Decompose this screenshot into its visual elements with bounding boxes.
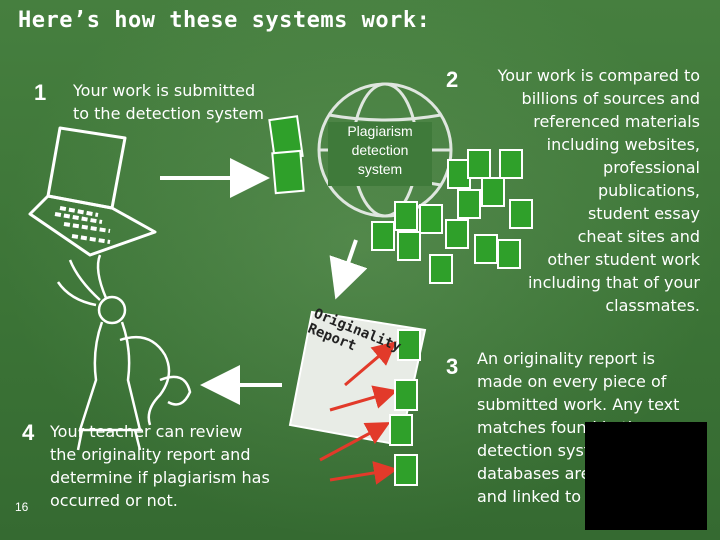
document-stack-icon <box>371 149 533 284</box>
system-label-line: detection <box>351 142 409 158</box>
step-1-text: Your work is submitted to the detection … <box>73 79 264 125</box>
step-4-line: Your teacher can review <box>50 422 243 441</box>
teacher-illustration-icon <box>56 254 192 451</box>
step-number-3: 3 <box>446 354 459 379</box>
slide-number: 16 <box>15 500 29 514</box>
step-number-1: 1 <box>34 80 47 105</box>
step-4-line: determine if plagiarism has <box>50 468 270 487</box>
step-2-line: including websites, <box>546 135 700 154</box>
page-title: Here’s how these systems work: <box>18 8 431 33</box>
step-number-4: 4 <box>22 420 35 445</box>
document-icon <box>268 115 305 195</box>
step-2-line: student essay <box>587 204 700 223</box>
step-3-line: and linked to <box>477 487 582 506</box>
step-2-line: billions of sources and <box>521 89 700 108</box>
match-link-arrows <box>319 341 398 485</box>
step-2-line: including that of your <box>527 273 700 292</box>
arrow-icon <box>329 239 368 300</box>
document-stack-icon <box>389 329 421 486</box>
step-number-2: 2 <box>446 67 459 92</box>
step-2-line: referenced materials <box>533 112 700 131</box>
step-1-line: to the detection system <box>73 104 264 123</box>
step-2-line: professional <box>603 158 700 177</box>
step-2-line: cheat sites and <box>577 227 700 246</box>
step-2-line: publications, <box>597 181 700 200</box>
system-label-line: Plagiarism <box>347 123 413 139</box>
step-4-text: Your teacher can review the originality … <box>50 420 300 512</box>
step-2-line: classmates. <box>605 296 700 315</box>
step-3-line: made on every piece of <box>477 372 667 391</box>
step-1-line: Your work is submitted <box>73 81 256 100</box>
step-3-line: submitted work. Any text <box>477 395 680 414</box>
step-2-text: Your work is compared to billions of sou… <box>470 64 700 317</box>
step-4-line: the originality report and <box>50 445 251 464</box>
step-4-line: occurred or not. <box>50 491 178 510</box>
step-2-line: Your work is compared to <box>497 66 700 85</box>
plagiarism-system-label: Plagiarism detection system <box>328 122 432 186</box>
step-3-text: An originality report is made on every p… <box>477 347 712 508</box>
step-2-line: other student work <box>547 250 700 269</box>
laptop-icon <box>28 126 157 257</box>
system-label-line: system <box>357 161 403 177</box>
redaction-box <box>585 422 707 530</box>
step-3-line: An originality report is <box>477 349 655 368</box>
